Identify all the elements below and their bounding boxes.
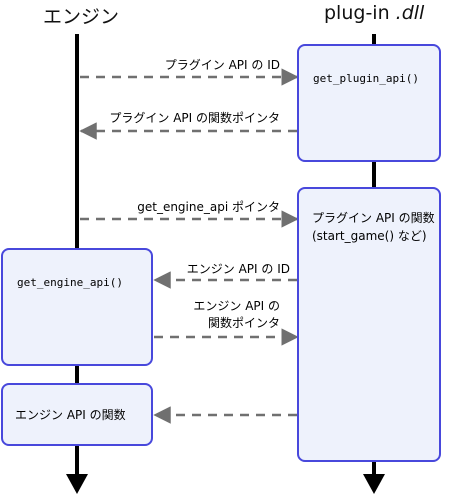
engine-functions-box: エンジン API の関数 — [1, 383, 153, 446]
engine-functions-label: エンジン API の関数 — [15, 408, 126, 422]
message-plugin-api-id: プラグイン API の ID — [164, 58, 280, 72]
engine-lifeline-arrowhead — [66, 474, 88, 494]
plugin-lane-ext: .dll — [395, 2, 425, 24]
message-get-engine-api-pointer: get_engine_api ポインタ — [137, 200, 280, 214]
engine-lane-title: エンジン — [43, 2, 119, 29]
get-plugin-api-box: get_plugin_api() — [297, 44, 441, 162]
message-plugin-api-fn-pointer: プラグイン API の関数ポインタ — [109, 111, 280, 125]
get-engine-api-label: get_engine_api() — [17, 276, 123, 289]
plugin-functions-label-line2: (start_game() など) — [312, 229, 427, 243]
get-plugin-api-label: get_plugin_api() — [313, 72, 419, 85]
get-engine-api-box: get_engine_api() — [1, 248, 153, 366]
plugin-functions-box: プラグイン API の関数 (start_game() など) — [297, 187, 441, 462]
engine-lane-label: エンジン — [43, 6, 120, 28]
message-engine-api-id: エンジン API の ID — [186, 262, 290, 276]
plugin-lane-prefix: plug-in — [324, 2, 396, 24]
plugin-functions-label-line1: プラグイン API の関数 — [312, 211, 435, 225]
message-engine-api-fn-pointer-line2: 関数ポインタ — [207, 316, 280, 330]
plugin-lane-title: plug-in .dll — [324, 2, 424, 24]
message-engine-api-fn-pointer-line1: エンジン API の — [193, 299, 280, 313]
plugin-lifeline-arrowhead — [363, 474, 385, 494]
